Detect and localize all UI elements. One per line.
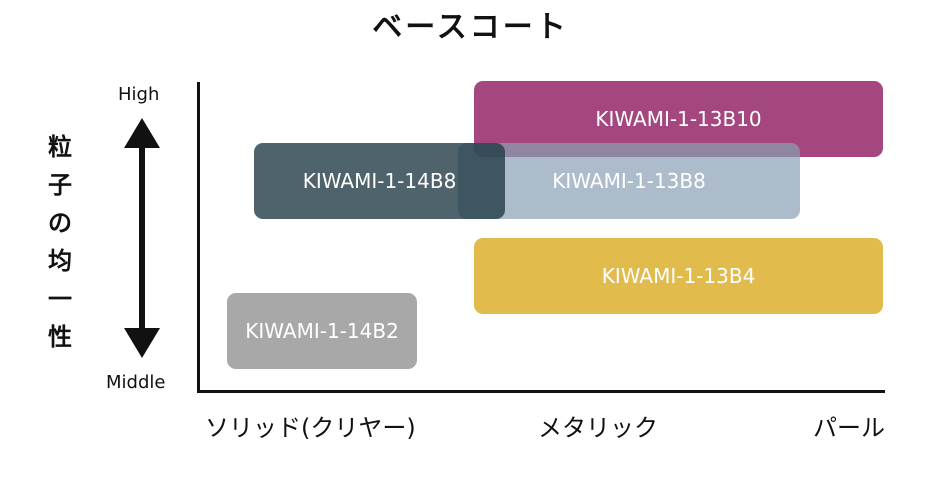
x-category-solid: ソリッド(クリヤー) [205,414,416,442]
box-label: KIWAMI-1-14B8 [302,169,457,193]
y-tick-high: High [118,84,160,105]
y-axis-label: 粒 子 の 均 一 性 [40,128,80,356]
y-axis-label-char: 性 [48,323,72,351]
x-category-metallic: メタリック [538,414,658,442]
y-axis-label-char: 粒 [48,133,72,161]
y-axis-label-char: 子 [48,171,72,199]
y-axis-label-char: 均 [48,247,72,275]
box-label: KIWAMI-1-13B4 [601,264,756,288]
box-label: KIWAMI-1-14B2 [245,319,399,343]
y-axis-label-char: 一 [48,285,72,313]
box-label: KIWAMI-1-13B8 [552,169,706,193]
y-axis-line [197,82,200,393]
x-category-pearl: パール [813,414,885,442]
diagram-title: ベースコート [372,10,569,45]
box-kiwami-1-13b8: KIWAMI-1-13B8 [458,143,800,219]
double-arrow-icon [124,118,160,358]
x-axis-line [197,390,885,393]
box-kiwami-1-14b8: KIWAMI-1-14B8 [254,143,505,219]
box-kiwami-1-14b2: KIWAMI-1-14B2 [227,293,417,369]
box-label: KIWAMI-1-13B10 [595,107,762,131]
box-kiwami-1-13b4: KIWAMI-1-13B4 [474,238,883,314]
y-tick-middle: Middle [106,372,166,393]
y-axis-label-char: の [48,209,72,237]
